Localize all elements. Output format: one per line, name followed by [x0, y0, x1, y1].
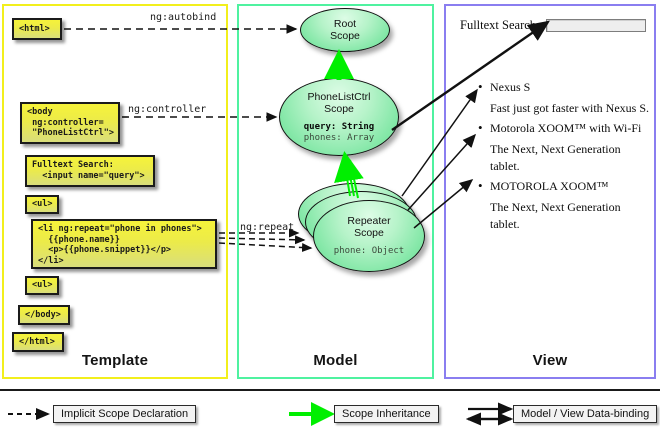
column-view: Fulltext Search: Nexus S Fast just got f… [444, 4, 656, 379]
template-box-ul-close: <ul> [25, 276, 59, 295]
template-box-fulltext-search: Fulltext Search: <input name="query"> [25, 155, 155, 187]
view-search-row: Fulltext Search: [460, 18, 646, 33]
legend-item-model-view-data-binding: Model / View Data-binding [513, 405, 658, 423]
template-box-body-tag: <body ng:controller= "PhoneListCtrl"> [20, 102, 120, 144]
legend-item-implicit-scope-declaration: Implicit Scope Declaration [53, 405, 197, 423]
phone-snippet: The Next, Next Generation tablet. [490, 142, 621, 173]
legend: Implicit Scope Declaration Scope Inherit… [0, 392, 660, 435]
view-content: Fulltext Search: Nexus S Fast just got f… [446, 6, 654, 377]
template-box-html-open: <html> [12, 18, 62, 40]
view-search-label: Fulltext Search: [460, 18, 540, 32]
edge-label-ng-controller: ng:controller [128, 104, 207, 115]
legend-divider [0, 389, 660, 391]
scope-phonelistctrl-props: query: String phones: Array [304, 122, 374, 144]
legend-item-scope-inheritance: Scope Inheritance [334, 405, 439, 423]
scope-repeater-props: phone: Object [334, 246, 404, 257]
template-box-li-repeat: <li ng:repeat="phone in phones"> {{phone… [31, 219, 217, 269]
column-label-view: View [532, 352, 568, 369]
scope-prop-query: query: String [303, 121, 375, 132]
column-label-template: Template [81, 352, 149, 369]
phone-name: MOTOROLA XOOM™ [476, 177, 652, 195]
view-search-input[interactable] [545, 19, 646, 32]
view-phone-list: Nexus S Fast just got faster with Nexus … [476, 78, 652, 236]
phone-name: Nexus S [476, 78, 652, 96]
phone-snippet: The Next, Next Generation tablet. [490, 200, 621, 231]
template-box-ul-open: <ul> [25, 195, 59, 214]
list-item: Nexus S Fast just got faster with Nexus … [476, 78, 652, 117]
edge-label-ng-autobind: ng:autobind [150, 12, 217, 23]
template-box-html-close: </html> [12, 332, 64, 352]
phone-name: Motorola XOOM™ with Wi-Fi [476, 119, 652, 137]
edge-label-ng-repeat: ng:repeat [240, 222, 295, 233]
scope-prop-phones: phones: Array [303, 132, 375, 143]
scope-prop-phone: phone: Object [333, 246, 405, 256]
column-label-model: Model [313, 352, 358, 369]
phone-snippet: Fast just got faster with Nexus S. [490, 101, 649, 115]
list-item: Motorola XOOM™ with Wi-Fi The Next, Next… [476, 119, 652, 175]
template-box-body-close: </body> [18, 305, 70, 325]
list-item: MOTOROLA XOOM™ The Next, Next Generation… [476, 177, 652, 233]
